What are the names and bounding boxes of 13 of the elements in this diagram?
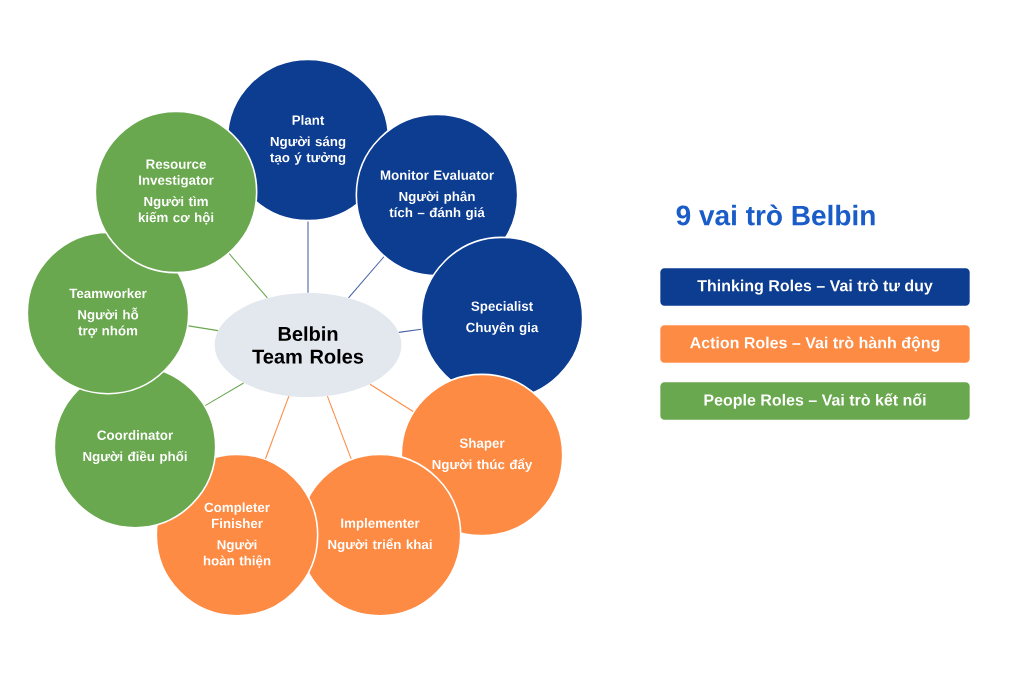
connector-line: [369, 383, 414, 412]
connector-line: [307, 220, 309, 294]
connector-line: [326, 395, 352, 460]
connector-line: [204, 382, 245, 407]
connector-line: [187, 325, 219, 332]
connector-line: [228, 253, 268, 299]
legend-item: People Roles – Vai trò kết nối: [660, 382, 970, 420]
legend-item: Thinking Roles – Vai trò tư duy: [660, 268, 970, 306]
title: 9 vai trò Belbin: [676, 204, 875, 226]
connector-line: [398, 328, 422, 333]
legend-item: Action Roles – Vai trò hành động: [660, 325, 970, 363]
connector-line: [265, 395, 290, 460]
connector-line: [348, 256, 385, 299]
